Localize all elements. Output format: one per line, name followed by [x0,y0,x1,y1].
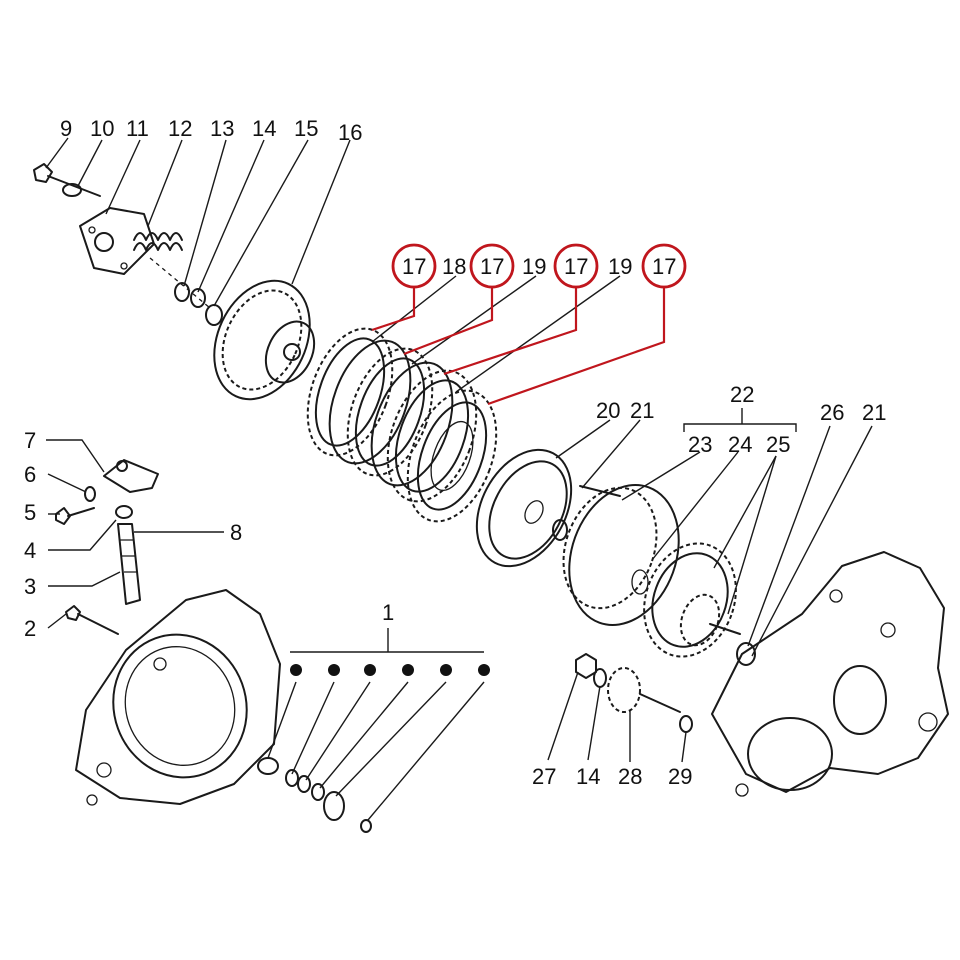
label-9: 9 [60,116,72,141]
bolt-9 [33,163,101,197]
washer-14b [593,668,607,688]
washer-21b [736,642,756,666]
lever-7 [103,459,159,493]
washer-6 [84,486,96,502]
label-13: 13 [210,116,234,141]
label-6: 6 [24,462,36,487]
label-15: 15 [294,116,318,141]
label-10: 10 [90,116,114,141]
label-11: 11 [126,116,149,141]
washer-13 [174,282,190,302]
label-5: 5 [24,500,36,525]
label-4: 4 [24,538,36,563]
label-24: 24 [728,432,752,457]
clip-29 [679,715,693,733]
bushing-8 [115,505,133,519]
label-27: 27 [532,764,556,789]
label-22: 22 [730,382,754,407]
clutch-cover [75,589,281,806]
engine-case-right [711,551,949,797]
label-3: 3 [24,574,36,599]
label-14b: 14 [576,764,600,789]
bolt-5 [55,507,95,525]
label-12: 12 [168,116,192,141]
kit-1-parts [257,757,372,833]
bolt-2 [65,605,119,635]
label-16: 16 [338,120,362,145]
pressure-plate-11 [79,207,155,275]
part-labels: 9 10 11 12 13 14 15 16 17 18 17 19 17 19… [24,116,886,789]
label-17d: 17 [652,254,676,279]
spring-12 [133,232,183,251]
label-19b: 19 [608,254,632,279]
label-28: 28 [618,764,642,789]
label-7: 7 [24,428,36,453]
clutch-hub-16 [213,279,316,401]
shaft-3 [117,523,141,605]
label-17c: 17 [564,254,588,279]
highlight-17 [371,243,687,406]
label-21a: 21 [630,398,654,423]
washer-10 [62,183,82,197]
clutch-basket-22 [562,484,741,658]
washer-15 [205,304,223,326]
label-25: 25 [766,432,790,457]
kit-1-dots [290,664,490,676]
label-26: 26 [820,400,844,425]
pressure-disc-20 [475,448,573,568]
label-23: 23 [688,432,712,457]
label-1: 1 [382,600,394,625]
plate-stack [306,327,498,523]
washer-21a [552,519,568,541]
gear-28 [607,667,681,713]
nut-27 [575,653,597,679]
label-8: 8 [230,520,242,545]
label-18: 18 [442,254,466,279]
label-14: 14 [252,116,276,141]
label-29: 29 [668,764,692,789]
label-21b: 21 [862,400,886,425]
leader-lines [45,137,873,821]
label-17a: 17 [402,254,426,279]
label-20: 20 [596,398,620,423]
label-2: 2 [24,616,36,641]
label-19a: 19 [522,254,546,279]
label-17b: 17 [480,254,504,279]
washer-14 [190,288,206,308]
